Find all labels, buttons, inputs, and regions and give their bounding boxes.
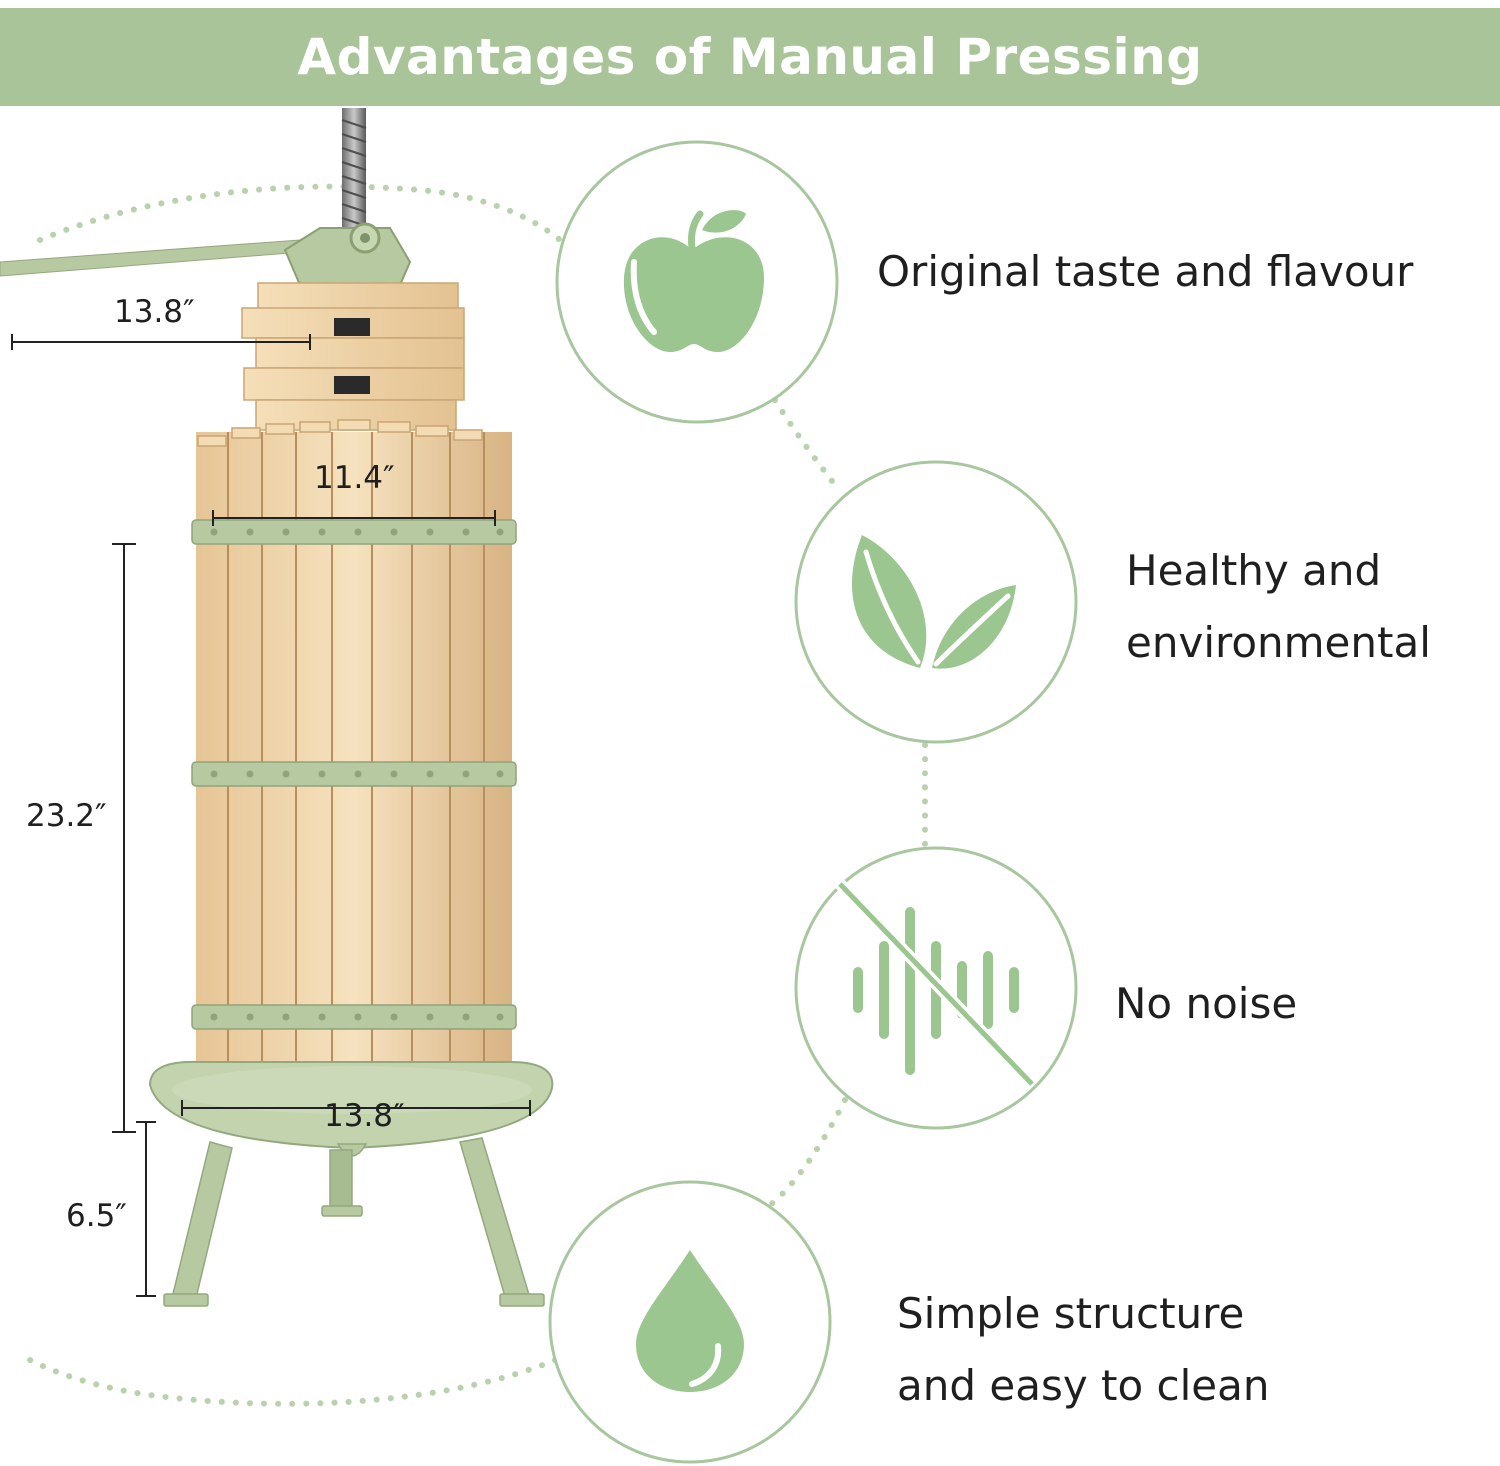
dimension-top-width: 13.8″ bbox=[114, 294, 195, 330]
water-drop-icon bbox=[548, 1180, 832, 1464]
feature-no-noise: No noise bbox=[1115, 968, 1297, 1040]
dimension-lines bbox=[11, 334, 531, 1297]
feature-easy-clean: Simple structure and easy to clean bbox=[897, 1278, 1270, 1422]
feature-line: No noise bbox=[1115, 979, 1298, 1028]
header-banner: Advantages of Manual Pressing bbox=[0, 8, 1500, 106]
page-title: Advantages of Manual Pressing bbox=[297, 28, 1203, 86]
feature-original-taste: Original taste and flavour bbox=[877, 236, 1413, 308]
dimension-barrel-height: 23.2″ bbox=[26, 798, 107, 834]
feature-line: environmental bbox=[1126, 618, 1431, 667]
feature-healthy: Healthy and environmental bbox=[1126, 535, 1431, 679]
dimension-leg-height: 6.5″ bbox=[66, 1198, 127, 1234]
no-noise-icon bbox=[794, 846, 1078, 1130]
dimension-inner-width: 11.4″ bbox=[314, 460, 395, 496]
apple-icon bbox=[555, 140, 839, 424]
feature-line: Simple structure bbox=[897, 1289, 1245, 1338]
feature-line: Healthy and bbox=[1126, 546, 1382, 595]
dotted-path bbox=[27, 183, 928, 1407]
fruit-press bbox=[0, 108, 554, 1307]
feature-line: and easy to clean bbox=[897, 1361, 1270, 1410]
feature-line: Original taste and flavour bbox=[877, 247, 1414, 296]
leaves-icon bbox=[794, 460, 1078, 744]
dimension-base-width: 13.8″ bbox=[324, 1098, 405, 1134]
